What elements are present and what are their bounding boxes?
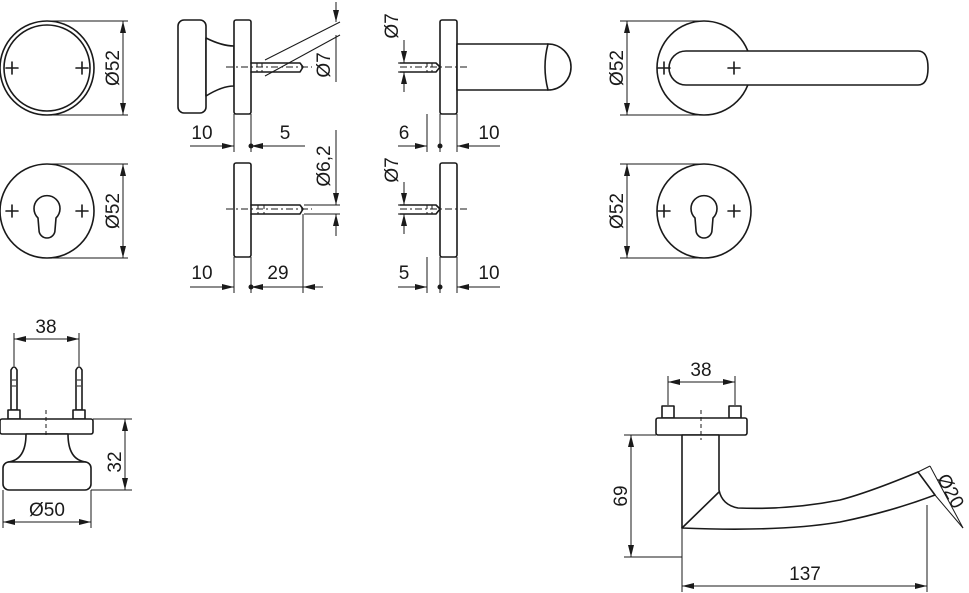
lever-rose-thickness-label: 10 <box>478 123 499 144</box>
keyhole-rose-left-front-view: Ø52 <box>0 163 128 259</box>
keyhole-rose-right-front-view: Ø52 <box>607 163 752 259</box>
knob-height-label: 32 <box>105 451 126 472</box>
lever-screw-spacing-label: 38 <box>690 360 711 381</box>
lever-front-view: Ø52 <box>607 20 929 116</box>
lever-pin-diameter-label: Ø7 <box>382 13 403 38</box>
keyhole-rose-right-diameter-label: Ø52 <box>607 193 628 229</box>
keyhole2-offset-label: 5 <box>399 263 410 284</box>
keyhole-rose-thickness-label: 10 <box>191 263 212 284</box>
knob-side-view: Ø7 10 5 <box>177 2 341 152</box>
keyhole-rose-left-diameter-label: Ø52 <box>103 193 124 229</box>
lever-side-view: Ø7 6 10 <box>382 13 572 152</box>
knob-screw-spacing-label: 38 <box>35 317 56 338</box>
knob-diameter-label: Ø50 <box>29 500 65 521</box>
lever-offset-label: 6 <box>399 123 410 144</box>
keyhole2-thickness-label: 10 <box>478 263 499 284</box>
knob-rose-front-view: Ø52 <box>0 20 128 116</box>
knob-rose-thickness-label: 10 <box>191 123 212 144</box>
knob-pin-diameter-label: Ø7 <box>314 52 335 77</box>
knob-spindle-offset-label: 5 <box>280 123 291 144</box>
knob-rose-diameter-label: Ø52 <box>103 50 124 86</box>
keyhole2-pin-diameter-label: Ø7 <box>382 157 403 182</box>
keyhole-screw-diameter-label: Ø6,2 <box>314 145 335 186</box>
lever-height-label: 69 <box>611 485 632 506</box>
lever-rose-diameter-label: Ø52 <box>607 50 628 86</box>
lever-length-label: 137 <box>789 564 821 585</box>
knob-top-view: 38 32 Ø50 <box>0 317 132 528</box>
keyhole-rose-second-side-view: Ø7 5 10 <box>382 157 500 293</box>
keyhole-rose-side-view: Ø6,2 10 29 <box>190 130 340 293</box>
keyhole-screw-length-label: 29 <box>267 263 288 284</box>
lever-top-view: 38 69 137 Ø20 <box>611 360 968 592</box>
lever-grip-diameter-label: Ø20 <box>932 471 967 513</box>
